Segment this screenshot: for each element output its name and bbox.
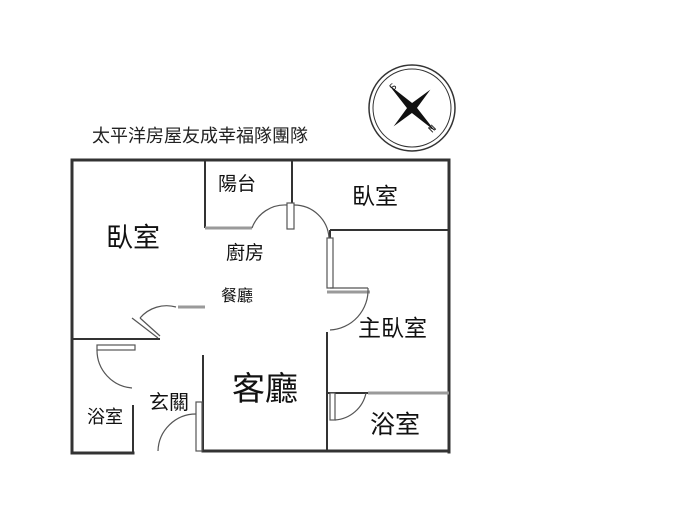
door-bath-left-frame <box>96 344 136 351</box>
room-label-bedroom-right: 臥室 <box>352 184 398 210</box>
room-label-bathroom-right: 浴室 <box>370 410 421 439</box>
door-entry-frame <box>195 401 203 452</box>
door-master-arc <box>329 287 369 331</box>
compass-needles <box>388 84 436 132</box>
room-label-kitchen: 廚房 <box>226 242 265 264</box>
door-entry-arc <box>157 413 197 452</box>
door-bath-right-frame <box>329 392 336 421</box>
grey-wall-segments <box>178 226 449 395</box>
company-title: 太平洋房屋友成幸福隊團隊 <box>92 126 308 147</box>
room-label-balcony: 陽台 <box>218 173 257 195</box>
door-bath-right-arc <box>334 392 367 421</box>
door-bath-left-arc <box>96 349 133 389</box>
compass-north-label: N <box>427 124 439 136</box>
room-label-master-bedroom: 主臥室 <box>358 316 427 342</box>
compass-inner-ring <box>372 68 452 148</box>
door-balcony-left <box>251 204 288 229</box>
compass-secondary <box>400 96 424 120</box>
room-label-entrance: 玄關 <box>149 390 189 414</box>
room-label-bathroom-left: 浴室 <box>87 407 123 428</box>
room-label-living-room: 客廳 <box>232 369 298 408</box>
door-kitchen-frame <box>326 237 334 289</box>
door-balcony-frame <box>286 202 295 230</box>
room-label-dining: 餐廳 <box>221 286 254 305</box>
compass-south-label: S <box>388 82 399 93</box>
door-balcony-right <box>293 204 330 239</box>
room-label-bedroom-left: 臥室 <box>106 223 160 254</box>
compass-outer-ring <box>368 64 456 152</box>
doors <box>96 202 369 452</box>
door-bedroom-left-leaf2 <box>139 317 161 337</box>
compass-icon: S N <box>368 64 456 152</box>
door-bedroom-left-leaf <box>131 317 159 339</box>
door-bedroom-left-arc <box>139 305 177 319</box>
